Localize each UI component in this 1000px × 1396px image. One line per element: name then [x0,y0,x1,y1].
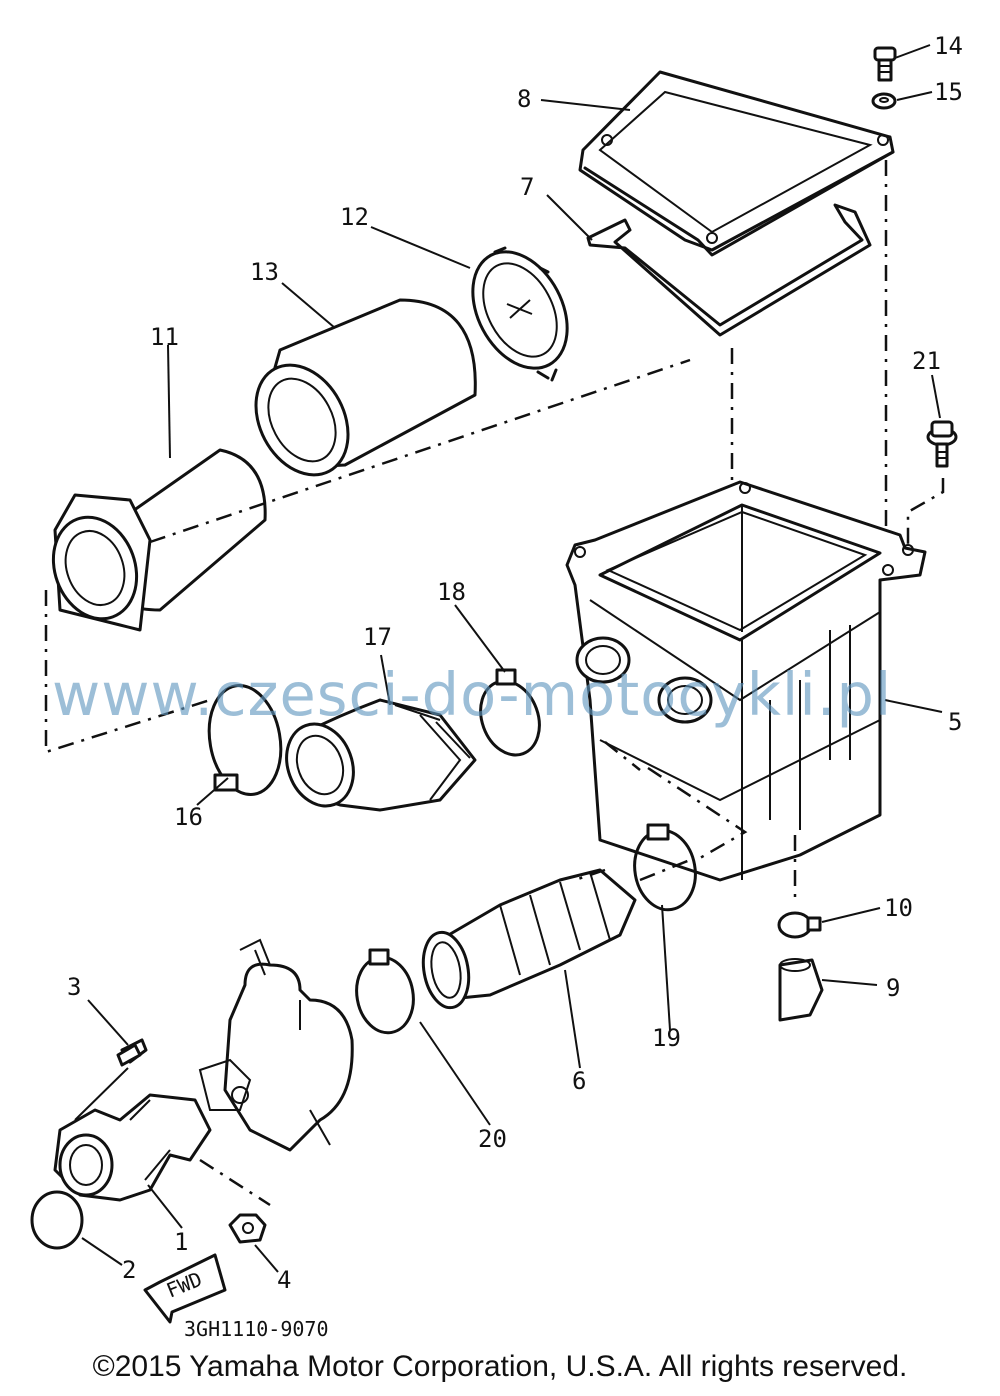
callout-7: 7 [520,173,534,201]
callout-8: 8 [517,85,531,113]
callout-11: 11 [150,323,179,351]
part-12-cap [471,246,569,382]
part-20-clamp [355,948,415,1035]
callout-14: 14 [934,32,963,60]
callout-15: 15 [934,78,963,106]
fwd-arrow: FWD [143,1253,227,1324]
part-21-bolt [926,420,958,468]
part-14-bolt [873,46,897,82]
part-17-joint [285,698,477,812]
callout-18: 18 [437,578,466,606]
callout-5: 5 [948,708,962,736]
callout-13: 13 [250,258,279,286]
part-9-drain-hose [778,958,824,1022]
callout-17: 17 [363,623,392,651]
callout-4: 4 [277,1266,291,1294]
carburetor [198,938,354,1152]
part-7-gasket [586,203,872,337]
callout-19: 19 [652,1024,681,1052]
callout-10: 10 [884,894,913,922]
part-8-cover [578,70,895,257]
copyright-text: ©2015 Yamaha Motor Corporation, U.S.A. A… [92,1350,908,1383]
callout-21: 21 [912,347,941,375]
part-1-manifold [53,1093,212,1202]
callout-1: 1 [174,1228,188,1256]
part-5-air-box [565,480,927,882]
callout-12: 12 [340,203,369,231]
part-15-washer [871,92,897,110]
watermark: www.czesci-do-motocykli.pl [52,660,893,729]
joint-axis [574,858,691,882]
part-3-screw [116,1038,148,1067]
callout-20: 20 [478,1125,507,1153]
callout-numbers: 1 2 3 4 5 6 7 8 9 10 11 12 13 14 15 16 1… [67,32,963,1294]
part-6-joint [421,868,637,1010]
airbox-outlet-axis [604,741,748,860]
part-16-clamp [207,683,283,797]
part-19-clamp [633,823,697,912]
part-10-clamp [777,911,822,939]
callout-9: 9 [886,974,900,1002]
callout-6: 6 [572,1067,586,1095]
nut-axis [199,1158,271,1207]
drawing-code: 3GH1110-9070 [184,1317,329,1341]
part-18-clamp [479,668,541,757]
part-4-nut [228,1213,267,1244]
callout-2: 2 [122,1256,136,1284]
part-2-o-ring [30,1190,84,1250]
part-13-filter-element [254,298,477,477]
bolt-21-axis [906,478,945,548]
callout-16: 16 [174,803,203,831]
callout-3: 3 [67,973,81,1001]
leader-lines [74,44,943,1273]
